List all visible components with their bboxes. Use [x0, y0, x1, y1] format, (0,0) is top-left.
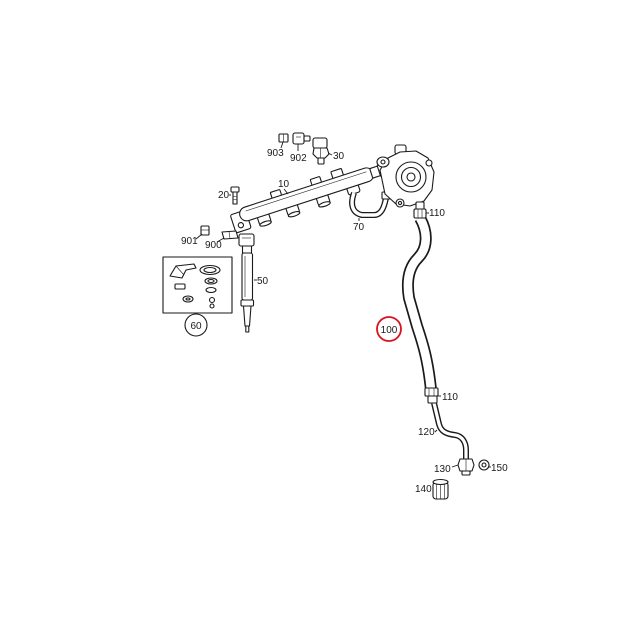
injector-collar	[240, 299, 255, 307]
callout-50[interactable]: 50	[257, 276, 269, 287]
rail-pipe	[349, 191, 391, 218]
cap-nut	[432, 478, 449, 500]
injector-plug	[238, 233, 255, 247]
clip-903	[278, 133, 289, 143]
callout-903[interactable]: 903	[267, 148, 284, 159]
seal-kit	[162, 256, 233, 314]
leader-line	[451, 464, 459, 468]
rail-mount-hole	[237, 222, 245, 229]
pump-left-ear-hole	[380, 159, 386, 165]
kit-small-seal	[209, 303, 215, 309]
rail-pipe-core	[350, 192, 388, 217]
injector-port-opening	[259, 220, 272, 227]
fuel-rail	[230, 162, 389, 234]
injector-tip	[245, 325, 250, 333]
callout-110-hose[interactable]: 110	[442, 392, 458, 403]
injector-port-opening	[318, 201, 331, 208]
callout-140[interactable]: 140	[415, 484, 432, 495]
pressure-sensor	[312, 137, 330, 165]
callout-120[interactable]: 120	[418, 427, 435, 438]
hose-fitting	[424, 387, 439, 404]
clip-901	[200, 225, 210, 236]
callout-902[interactable]: 902	[290, 153, 307, 164]
callout-130[interactable]: 130	[434, 464, 451, 475]
fuel-injector	[238, 233, 255, 333]
injector-port-opening	[287, 210, 301, 218]
rail-tube-highlight	[245, 171, 367, 212]
callout-901[interactable]: 901	[181, 236, 198, 247]
callout-150[interactable]: 150	[491, 463, 508, 474]
kit-o-ring	[205, 286, 217, 294]
fuel-hose-core	[403, 215, 436, 391]
return-pipe-outline	[431, 402, 469, 459]
callout-70[interactable]: 70	[353, 222, 365, 233]
bolt	[230, 186, 240, 205]
pump-outlet-nut	[413, 208, 427, 219]
callout-60[interactable]: 60	[190, 321, 202, 332]
callout-30[interactable]: 30	[333, 151, 345, 162]
leader-line	[195, 233, 203, 240]
leader-line	[327, 152, 333, 156]
leader-line	[283, 188, 289, 195]
injector-nozzle	[242, 305, 252, 327]
callout-60-ring	[184, 313, 208, 337]
leader-line	[280, 141, 284, 149]
connector-902	[292, 132, 311, 145]
seal-kit-frame	[162, 256, 233, 314]
pump-drive-hub	[406, 172, 416, 182]
fuel-hose	[401, 215, 437, 391]
pump-bolt-hole	[397, 200, 403, 206]
leader-line	[216, 237, 225, 243]
callout-110-pump[interactable]: 110	[429, 208, 445, 219]
clip-900	[221, 230, 239, 240]
return-pipe-core	[432, 402, 468, 459]
highlight-ring	[376, 316, 402, 342]
kit-pin	[174, 283, 186, 290]
pump-right-ear	[425, 159, 433, 167]
leader-line	[434, 429, 438, 433]
injector-body	[241, 252, 254, 301]
callout-20[interactable]: 20	[218, 190, 230, 201]
callout-100[interactable]: 100	[381, 325, 398, 336]
high-pressure-pump	[376, 144, 435, 219]
return-pipe	[431, 402, 469, 459]
injector-neck	[241, 245, 253, 254]
callout-10[interactable]: 10	[278, 179, 290, 190]
kit-small-seal	[208, 296, 216, 304]
sealing-plug	[478, 459, 490, 471]
callout-900[interactable]: 900	[205, 240, 222, 251]
union-fitting	[457, 458, 475, 476]
